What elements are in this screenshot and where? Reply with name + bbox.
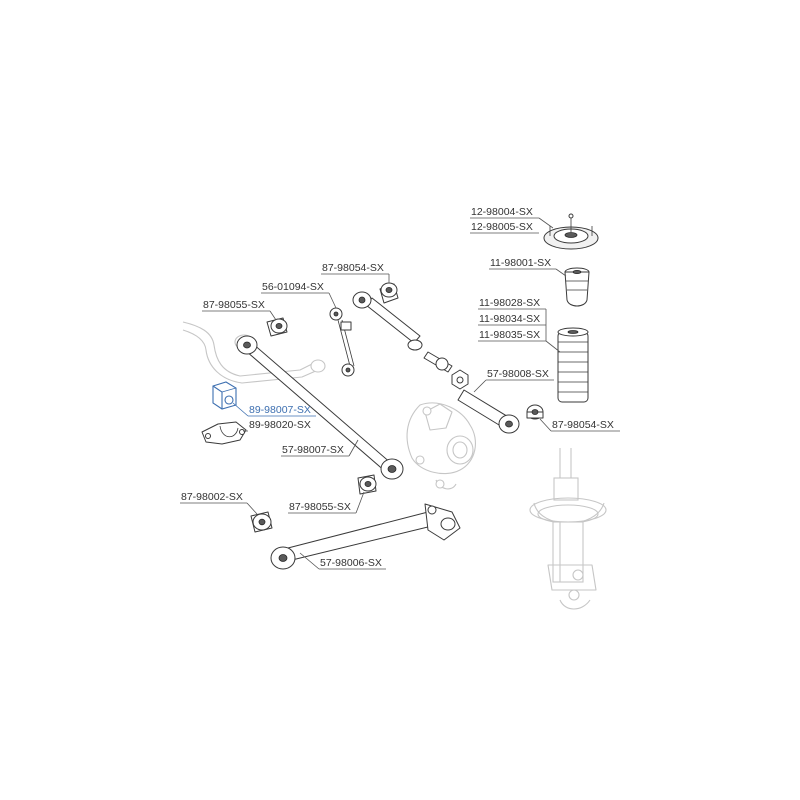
strut-top-mount — [543, 213, 599, 250]
callout-12-98005: 12-98005-SX — [470, 221, 539, 234]
part-label: 56-01094-SX — [262, 281, 324, 293]
stabilizer-bush-89-98007 — [212, 381, 237, 410]
part-label: 87-98002-SX — [181, 491, 243, 503]
part-label: 57-98007-SX — [282, 444, 344, 456]
shock-absorber-ghost — [529, 448, 607, 610]
part-label: 57-98008-SX — [487, 368, 549, 380]
part-label: 12-98005-SX — [471, 221, 533, 233]
callout-57-98007: 57-98007-SX — [281, 439, 359, 457]
callout-11-98035: 11-98035-SX — [478, 309, 561, 353]
trailing-arm-57-98006 — [270, 503, 461, 570]
bush-87-98054-top — [379, 282, 399, 304]
upper-arm-57-98008 — [352, 291, 520, 434]
bump-stop — [564, 267, 590, 307]
callout-89-98020: 89-98020-SX — [243, 419, 311, 432]
stabilizer-bracket-89-98020 — [201, 421, 247, 445]
callout-89-98007: 89-98007-SX — [232, 402, 316, 417]
bush-87-98055-mid — [357, 474, 377, 495]
lower-link-57-98007 — [236, 335, 404, 480]
part-label: 57-98006-SX — [320, 557, 382, 569]
callout-87-98002: 87-98002-SX — [180, 491, 258, 515]
callout-87-98055-top: 87-98055-SX — [202, 299, 277, 321]
bush-87-98055-top — [266, 317, 288, 337]
callout-11-98001: 11-98001-SX — [489, 257, 567, 277]
part-label-highlighted: 89-98007-SX — [249, 404, 311, 416]
callout-87-98054-right: 87-98054-SX — [539, 418, 620, 432]
part-label: 87-98054-SX — [552, 419, 614, 431]
part-label: 87-98055-SX — [289, 501, 351, 513]
callout-56-01094: 56-01094-SX — [261, 281, 337, 309]
callout-87-98055-mid: 87-98055-SX — [288, 491, 365, 514]
part-label: 11-98001-SX — [490, 257, 551, 269]
part-label: 11-98034-SX — [479, 313, 540, 325]
part-label: 12-98004-SX — [471, 206, 533, 218]
part-label: 87-98055-SX — [203, 299, 265, 311]
part-label: 11-98028-SX — [479, 297, 540, 309]
callout-11-98028: 11-98028-SX — [478, 297, 546, 310]
callout-57-98006: 57-98006-SX — [299, 552, 386, 570]
stabilizer-link-56-01094 — [329, 307, 355, 377]
bush-87-98002 — [250, 511, 273, 533]
knuckle-ghost — [406, 402, 476, 490]
part-label: 87-98054-SX — [322, 262, 384, 274]
part-label: 11-98035-SX — [479, 329, 540, 341]
dust-boot — [557, 327, 589, 403]
callout-87-98054-top: 87-98054-SX — [321, 262, 390, 283]
bush-87-98054-right — [526, 404, 544, 420]
callout-57-98008: 57-98008-SX — [473, 368, 554, 393]
part-label: 89-98020-SX — [249, 419, 311, 431]
callout-12-98004: 12-98004-SX — [470, 206, 554, 229]
callout-11-98034: 11-98034-SX — [478, 313, 546, 326]
